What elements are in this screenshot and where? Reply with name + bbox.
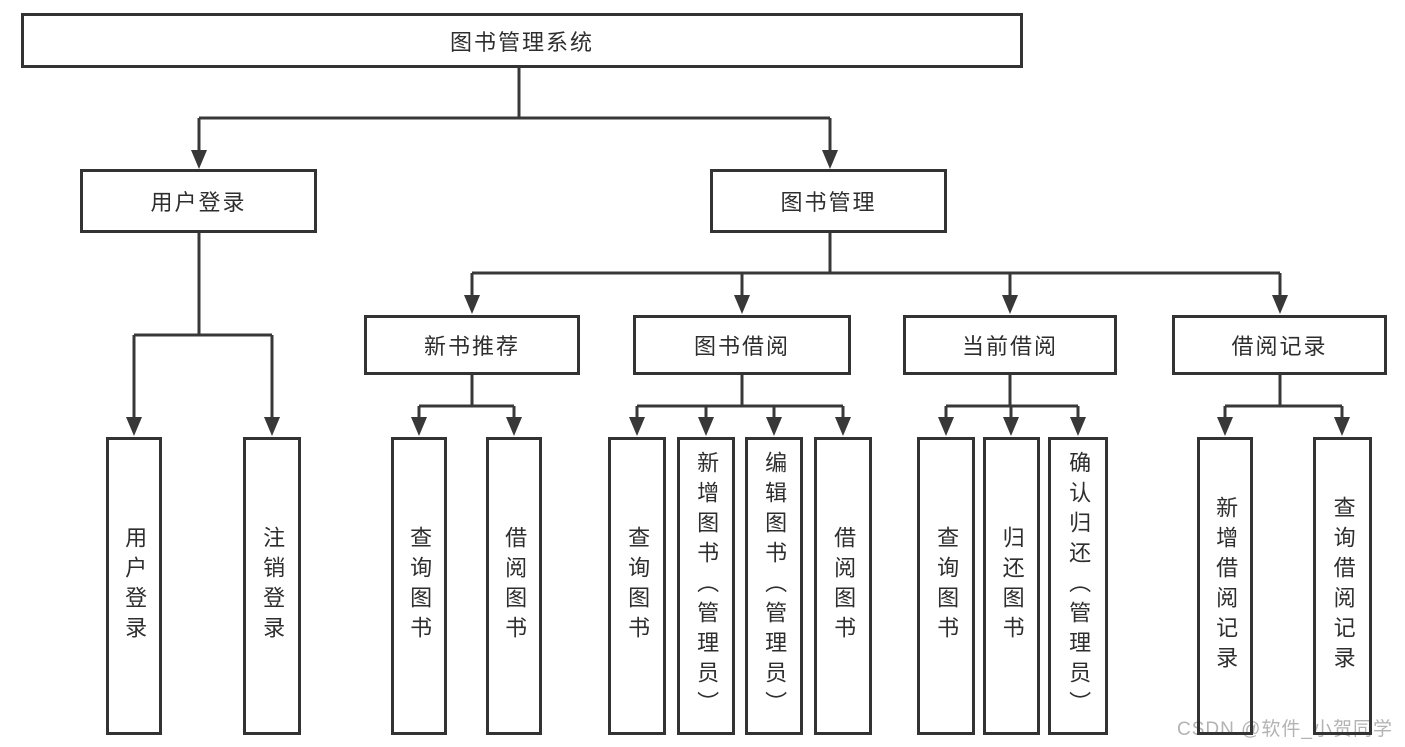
leaf-label: 用户登录 <box>122 526 148 646</box>
leaf-label: 借阅图书 <box>502 526 528 646</box>
leaf-label: 新增图书（管理员） <box>694 451 720 721</box>
leaf-label: 查询借阅记录 <box>1330 496 1356 676</box>
leaf-confirm-return-admin: 确认归还（管理员） <box>1048 437 1108 735</box>
leaf-query-book-borrow: 查询图书 <box>608 437 666 735</box>
leaf-logout: 注销登录 <box>243 437 301 735</box>
leaf-query-borrow-record: 查询借阅记录 <box>1313 437 1372 735</box>
leaf-label: 注销登录 <box>260 526 286 646</box>
leaf-label: 归还图书 <box>999 526 1025 646</box>
leaf-add-borrow-record: 新增借阅记录 <box>1197 437 1253 735</box>
leaf-borrow-book: 借阅图书 <box>814 437 872 735</box>
leaf-label: 编辑图书（管理员） <box>762 451 788 721</box>
leaf-edit-book-admin: 编辑图书（管理员） <box>745 437 803 735</box>
leaf-borrow-book-recommend: 借阅图书 <box>486 437 542 735</box>
leaf-label: 确认归还（管理员） <box>1066 451 1092 721</box>
leaf-add-book-admin: 新增图书（管理员） <box>677 437 735 735</box>
leaf-query-book-recommend: 查询图书 <box>391 437 447 735</box>
leaf-user-login: 用户登录 <box>106 437 162 735</box>
leaf-label: 新增借阅记录 <box>1213 496 1239 676</box>
csdn-watermark: CSDN @软件_小贺同学 <box>1177 719 1393 740</box>
leaf-label: 查询图书 <box>407 526 433 646</box>
node-borrow-record: 借阅记录 <box>1172 315 1387 375</box>
node-new-book-recommend: 新书推荐 <box>364 315 580 375</box>
leaf-label: 查询图书 <box>625 526 651 646</box>
node-root-system: 图书管理系统 <box>21 13 1023 68</box>
leaf-query-book-current: 查询图书 <box>917 437 975 735</box>
arrowheads <box>126 150 1350 436</box>
node-book-management: 图书管理 <box>710 169 947 233</box>
node-user-login: 用户登录 <box>80 169 317 233</box>
node-book-borrow: 图书借阅 <box>633 315 851 375</box>
leaf-label: 查询图书 <box>934 526 960 646</box>
node-current-borrow: 当前借阅 <box>903 315 1117 375</box>
leaf-return-book: 归还图书 <box>983 437 1040 735</box>
leaf-label: 借阅图书 <box>831 526 857 646</box>
